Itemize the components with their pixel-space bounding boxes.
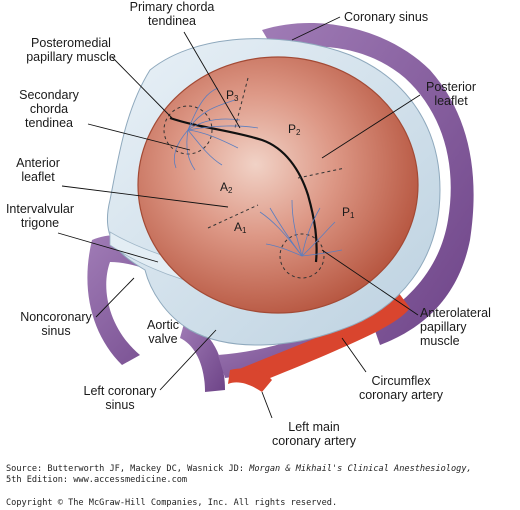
valve-orifice bbox=[137, 56, 419, 314]
coaptation-line bbox=[169, 116, 318, 263]
region-letter: A bbox=[234, 220, 243, 234]
label-line: Aortic bbox=[147, 318, 179, 332]
label-line: tendinea bbox=[25, 116, 73, 130]
region-p2: P2 bbox=[288, 122, 300, 137]
left-coronary-band bbox=[180, 320, 225, 392]
region-a2: A2 bbox=[220, 180, 232, 195]
leader-lines bbox=[57, 16, 421, 419]
label-circumflex: Circumflex coronary artery bbox=[346, 374, 456, 402]
label-line: Circumflex bbox=[371, 374, 431, 388]
region-subscript: 3 bbox=[234, 94, 239, 103]
label-line: leaflet bbox=[21, 170, 55, 184]
region-subscript: 2 bbox=[296, 128, 301, 137]
label-line: leaflet bbox=[434, 94, 468, 108]
region-subscript: 1 bbox=[242, 226, 247, 235]
source-prefix: Source: Butterworth JF, Mackey DC, Wasni… bbox=[6, 464, 250, 474]
label-noncoronary: Noncoronary sinus bbox=[8, 310, 104, 338]
label-line: Noncoronary bbox=[20, 310, 92, 324]
label-line: trigone bbox=[20, 216, 60, 230]
region-letter: A bbox=[220, 180, 229, 194]
chordae-anterolateral bbox=[259, 199, 343, 257]
region-p1: P1 bbox=[342, 205, 354, 220]
anterolateral-papillary bbox=[279, 233, 325, 279]
region-letter: P bbox=[288, 122, 297, 136]
chordae-posteromedial bbox=[173, 87, 259, 171]
label-line: coronary artery bbox=[271, 434, 357, 448]
label-line: papillary muscle bbox=[26, 50, 116, 64]
label-line: sinus bbox=[41, 324, 71, 338]
region-subscript: 2 bbox=[228, 186, 233, 195]
label-line: Intervalvular bbox=[5, 202, 75, 216]
label-line: coronary artery bbox=[358, 388, 444, 402]
circumflex-artery bbox=[232, 292, 410, 382]
source-title: Morgan & Mikhail's Clinical Anesthesiolo… bbox=[249, 464, 472, 474]
label-left-main: Left main coronary artery bbox=[262, 420, 366, 448]
region-a1: A1 bbox=[234, 220, 246, 235]
label-line: muscle bbox=[420, 334, 460, 348]
source-line-2: 5th Edition: www.accessmedicine.com bbox=[6, 475, 188, 485]
label-posteromedial: Posteromedial papillary muscle bbox=[10, 36, 132, 64]
region-subscript: 1 bbox=[350, 211, 355, 220]
label-line: Primary chorda bbox=[129, 0, 215, 14]
label-line: chorda bbox=[29, 102, 69, 116]
label-line: tendinea bbox=[148, 14, 196, 28]
label-line: papillary bbox=[420, 320, 467, 334]
label-line: valve bbox=[148, 332, 178, 346]
label-left-coronary: Left coronary sinus bbox=[72, 384, 168, 412]
region-letter: P bbox=[226, 88, 235, 102]
left-main-artery bbox=[228, 368, 272, 392]
label-coronary-sinus: Coronary sinus bbox=[344, 10, 429, 24]
label-line: Secondary bbox=[19, 88, 79, 102]
label-aortic-valve: Aortic valve bbox=[132, 318, 194, 346]
source-citation: Source: Butterworth JF, Mackey DC, Wasni… bbox=[6, 464, 472, 486]
label-line: Anterolateral bbox=[420, 306, 491, 320]
label-intervalvular: Intervalvular trigone bbox=[0, 202, 80, 230]
label-primary-chorda: Primary chorda tendinea bbox=[104, 0, 240, 28]
label-line: Left coronary bbox=[83, 384, 157, 398]
label-line: Posteromedial bbox=[31, 36, 111, 50]
label-posterior-leaflet: Posterior leaflet bbox=[418, 80, 484, 108]
region-letter: P bbox=[342, 205, 351, 219]
label-anterolateral: Anterolateral papillary muscle bbox=[420, 306, 491, 348]
region-p3: P3 bbox=[226, 88, 238, 103]
copyright: Copyright © The McGraw-Hill Companies, I… bbox=[6, 498, 338, 508]
label-secondary-chorda: Secondary chorda tendinea bbox=[6, 88, 92, 130]
label-line: Left main bbox=[288, 420, 340, 434]
source-line-1: Source: Butterworth JF, Mackey DC, Wasni… bbox=[6, 464, 472, 475]
label-line: Posterior bbox=[425, 80, 477, 94]
label-line: Anterior bbox=[16, 156, 60, 170]
label-line: sinus bbox=[105, 398, 135, 412]
scallop-divider bbox=[297, 167, 346, 179]
label-anterior-leaflet: Anterior leaflet bbox=[6, 156, 70, 184]
